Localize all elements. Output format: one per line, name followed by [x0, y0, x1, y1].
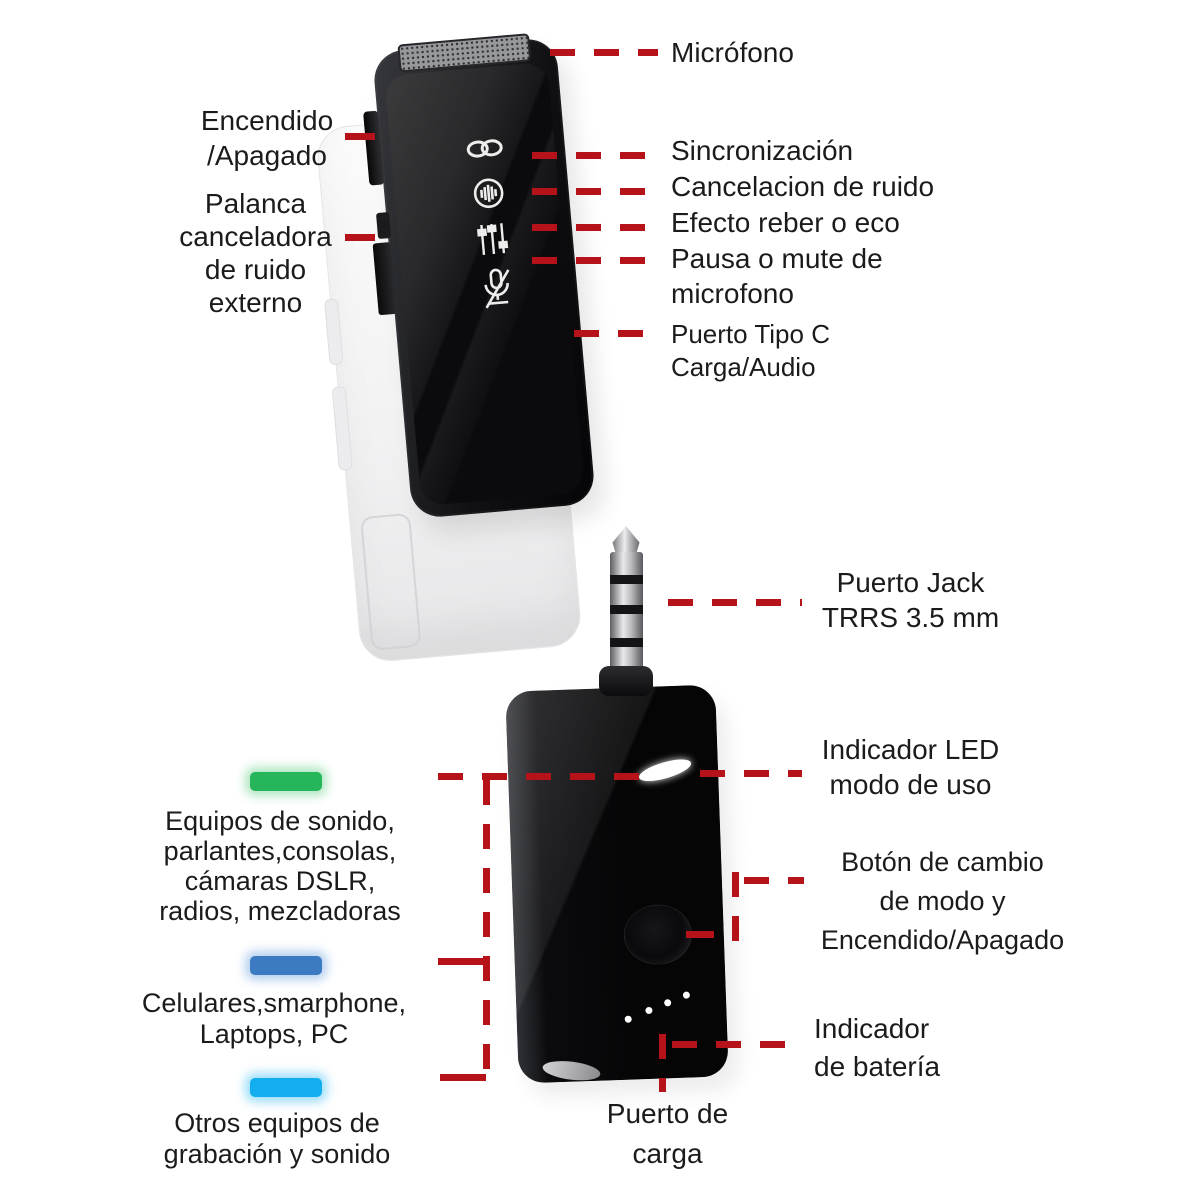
noise-lever-nub: [375, 212, 392, 240]
mode-power-button: [622, 903, 693, 966]
label-battery: Indicador de batería: [814, 1013, 941, 1082]
connector-usbc-line: [574, 330, 658, 337]
connector-mute-line: [532, 257, 658, 264]
label-power: Encendido /Apagado: [200, 105, 334, 171]
legend-bar-lightblue: [250, 1078, 322, 1097]
legend-label-phones: Celulares,smarphone, Laptops, PC: [141, 988, 407, 1049]
reverb-effect-icon: [471, 219, 522, 259]
connector-charge-port-vline: [659, 1034, 666, 1092]
noise-cancel-icon: [467, 171, 518, 215]
legend-label-sound-equipment: Equipos de sonido, parlantes,consolas, c…: [159, 806, 401, 926]
connector-microphone-line: [550, 49, 658, 56]
ghost-clip-outline: [360, 512, 422, 651]
label-sync: Sincronización: [671, 135, 854, 166]
mic-mute-icon: [475, 265, 527, 313]
jack-ring: [610, 638, 643, 647]
connector-sync-line: [532, 152, 658, 159]
connector-lever-dash: [345, 234, 375, 241]
sync-icon: [464, 133, 514, 163]
connector-led-line-right: [700, 770, 802, 777]
connector-power-dash: [345, 133, 375, 140]
label-led: Indicador LED modo de uso: [821, 734, 1000, 800]
chrome-edge-highlight: [541, 1058, 602, 1084]
label-microphone: Micrófono: [671, 37, 794, 68]
battery-led-dot: [645, 1006, 653, 1015]
connector-jack-line: [668, 599, 802, 606]
mode-led-indicator: [636, 755, 694, 786]
label-charge-port: Puerto de carga: [606, 1098, 729, 1169]
label-mode-button: Botón de cambio de modo y Encendido/Apag…: [820, 847, 1065, 955]
label-noise-lever: Palanca canceladora de ruido externo: [179, 188, 332, 318]
receiver-device: [505, 684, 729, 1084]
connector-mode-button-hline: [744, 877, 804, 884]
legend-bracket-bottom-stub: [440, 1074, 486, 1081]
connector-led-line-left: [438, 773, 642, 780]
jack-collar: [599, 666, 653, 696]
battery-led-dot: [624, 1015, 632, 1023]
status-icon-column: [464, 133, 527, 313]
label-noise-cancel: Cancelacion de ruido: [671, 171, 935, 202]
trrs-jack-plug: [610, 552, 643, 672]
legend-bracket-mid-stub: [438, 958, 486, 965]
connector-battery-line: [672, 1041, 788, 1048]
transmitter-device: [363, 33, 597, 520]
battery-led-dot: [682, 991, 691, 999]
connector-reverb-line: [532, 224, 658, 231]
label-jack: Puerto Jack TRRS 3.5 mm: [821, 567, 1000, 633]
ghost-lever: [331, 386, 353, 471]
label-mute: Pausa o mute de microfono: [671, 243, 883, 309]
battery-led-dot: [664, 999, 672, 1007]
connector-noise-cancel-line: [532, 188, 658, 195]
jack-ring: [610, 605, 643, 614]
label-reverb: Efecto reber o eco: [671, 207, 900, 238]
label-usbc: Puerto Tipo C Carga/Audio: [671, 319, 830, 382]
legend-label-other-equipment: Otros equipos de grabación y sonido: [163, 1108, 391, 1169]
legend-bar-green: [250, 772, 322, 791]
legend-bar-blue: [250, 956, 322, 975]
legend-bracket-vline: [483, 780, 490, 1082]
connector-mode-button-dash: [686, 931, 714, 938]
jack-ring: [610, 575, 643, 584]
connector-mode-button-vline: [732, 872, 739, 950]
